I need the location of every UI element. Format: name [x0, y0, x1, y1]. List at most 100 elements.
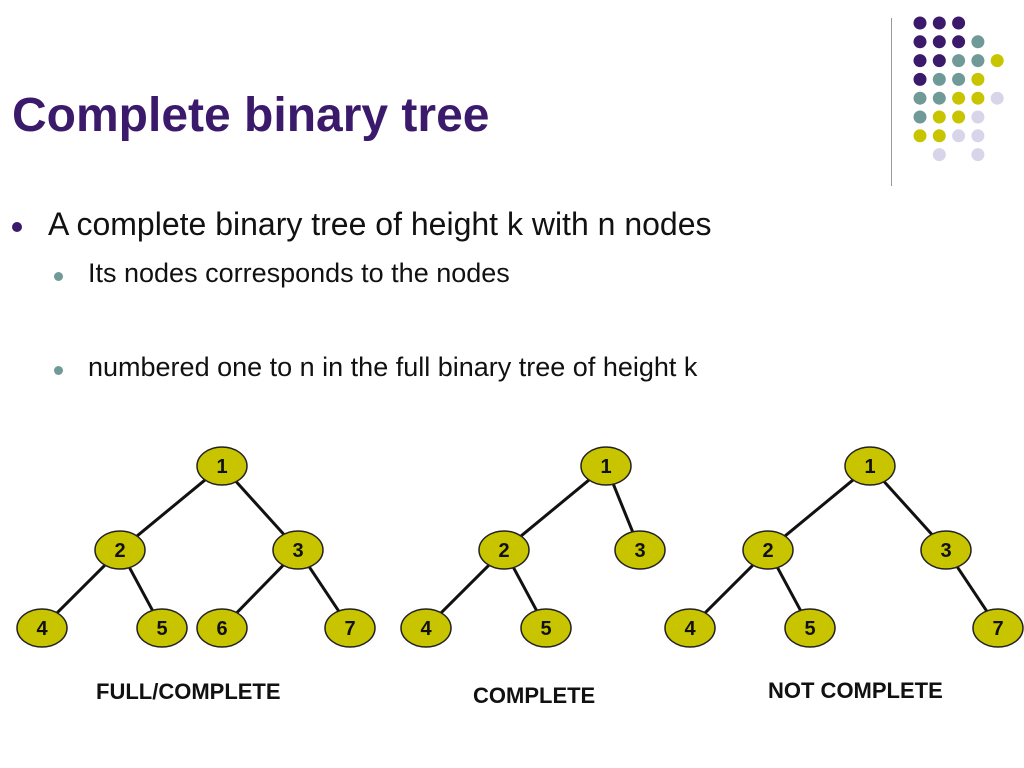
- tree-node-label: 4: [420, 618, 432, 640]
- tree-edge: [56, 564, 106, 614]
- tree-node-shape: [844, 446, 896, 486]
- decorative-dot: [952, 91, 966, 105]
- tree-node: 5: [520, 608, 572, 648]
- decorative-dot: [913, 129, 927, 143]
- tree-node-label: 1: [216, 456, 227, 478]
- decorative-dot: [913, 16, 927, 30]
- decorative-dot: [913, 72, 927, 86]
- decorative-dot: [913, 35, 927, 49]
- decorative-dot: [971, 129, 985, 143]
- decorative-dot: [952, 110, 966, 124]
- tree-node-label: 4: [36, 618, 48, 640]
- decorative-dot: [990, 91, 1004, 105]
- decorative-dot: [990, 54, 1004, 68]
- decorative-dot: [913, 54, 927, 68]
- tree-node-label: 3: [634, 540, 645, 562]
- tree-node-label: 7: [344, 618, 355, 640]
- decorative-dot: [952, 35, 966, 49]
- tree-edge: [440, 564, 490, 614]
- bullet-sub-2: numbered one to n in the full binary tre…: [54, 352, 698, 383]
- tree-node: 7: [324, 608, 376, 648]
- tree-node-label: 7: [992, 618, 1003, 640]
- tree-node-label: 3: [292, 540, 303, 562]
- tree-node-shape: [16, 608, 68, 648]
- tree-node: 1: [196, 446, 248, 486]
- tree-node-shape: [478, 530, 530, 570]
- tree-edge: [136, 478, 206, 538]
- bullet-main: A complete binary tree of height k with …: [12, 206, 712, 243]
- tree-node-shape: [196, 446, 248, 486]
- tree-edge: [512, 566, 538, 612]
- tree-node-label: 4: [684, 618, 696, 640]
- tree-node: 4: [400, 608, 452, 648]
- tree-node-shape: [784, 608, 836, 648]
- tree-node: 1: [844, 446, 896, 486]
- tree-node-shape: [742, 530, 794, 570]
- decorative-dot: [932, 16, 946, 30]
- tree-node-shape: [614, 530, 666, 570]
- decorative-dot: [952, 16, 966, 30]
- decorative-dot: [932, 35, 946, 49]
- bullet-dot-icon: [54, 366, 63, 375]
- tree-node-shape: [272, 530, 324, 570]
- bullet-text: A complete binary tree of height k with …: [48, 206, 712, 242]
- tree-edge: [611, 483, 635, 533]
- decorative-dot: [932, 72, 946, 86]
- tree-node: 3: [272, 530, 324, 570]
- tree-node: 3: [920, 530, 972, 570]
- decorative-dot-grid: [913, 16, 1004, 162]
- decorative-dot: [932, 129, 946, 143]
- tree-node-shape: [196, 608, 248, 648]
- decorative-dot: [971, 91, 985, 105]
- bullet-text: numbered one to n in the full binary tre…: [88, 352, 698, 382]
- binary-tree-3: 1 2 3 4 5 7: [664, 446, 1024, 648]
- tree-node-label: 2: [498, 540, 509, 562]
- bullet-dot-icon: [54, 272, 63, 281]
- tree-node-label: 2: [762, 540, 773, 562]
- tree-node-label: 1: [864, 456, 875, 478]
- tree-node: 4: [664, 608, 716, 648]
- bullet-dot-icon: [12, 222, 22, 232]
- tree-edge: [128, 566, 154, 612]
- tree-node: 6: [196, 608, 248, 648]
- tree-node: 5: [136, 608, 188, 648]
- tree-edge: [235, 564, 285, 614]
- decorative-dot: [971, 54, 985, 68]
- tree-node-label: 2: [114, 540, 125, 562]
- tree-node-label: 1: [600, 456, 611, 478]
- tree-node-shape: [324, 608, 376, 648]
- bullet-text: Its nodes corresponds to the nodes: [88, 258, 510, 288]
- tree-node-shape: [664, 608, 716, 648]
- tree-node-shape: [520, 608, 572, 648]
- tree-node: 3: [614, 530, 666, 570]
- tree-node-shape: [94, 530, 146, 570]
- decorative-divider: [891, 18, 892, 186]
- decorative-dot: [932, 148, 946, 162]
- decorative-dot: [913, 110, 927, 124]
- tree-edge: [520, 478, 590, 538]
- tree-edge: [956, 566, 988, 612]
- tree-caption-not-complete: NOT COMPLETE: [768, 678, 943, 703]
- tree-node-shape: [972, 608, 1024, 648]
- decorative-dot: [932, 91, 946, 105]
- tree-node: 2: [742, 530, 794, 570]
- decorative-dot: [932, 54, 946, 68]
- tree-node-label: 5: [540, 618, 551, 640]
- slide-title: Complete binary tree: [12, 89, 490, 142]
- tree-caption-full-complete: FULL/COMPLETE: [96, 679, 281, 704]
- tree-node-shape: [136, 608, 188, 648]
- decorative-dot: [952, 54, 966, 68]
- decorative-dot: [971, 148, 985, 162]
- tree-node: 4: [16, 608, 68, 648]
- tree-edge: [776, 566, 802, 612]
- tree-node-label: 6: [216, 618, 227, 640]
- tree-edge: [784, 478, 854, 538]
- tree-edge: [704, 564, 754, 614]
- tree-node-shape: [580, 446, 632, 486]
- decorative-dot: [971, 72, 985, 86]
- tree-node: 7: [972, 608, 1024, 648]
- tree-node-label: 5: [156, 618, 167, 640]
- tree-node-label: 5: [804, 618, 815, 640]
- decorative-dot: [932, 110, 946, 124]
